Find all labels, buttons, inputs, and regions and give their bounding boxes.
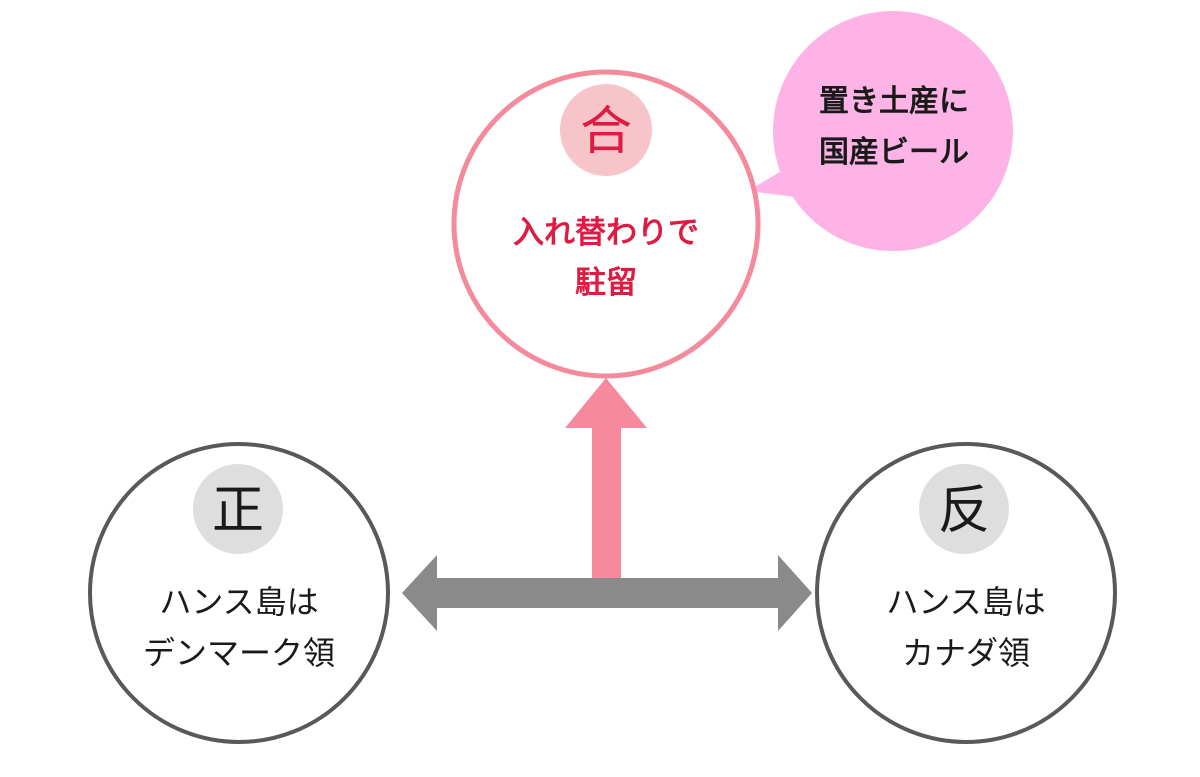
synthesis-line-1: 入れ替わりで — [513, 215, 699, 251]
synthesis-symbol: 合 — [580, 102, 632, 162]
thesis-line-2: デンマーク領 — [143, 634, 335, 672]
double-arrow — [402, 555, 812, 631]
callout-circle — [773, 11, 1013, 251]
synthesis-circle — [451, 69, 761, 379]
antithesis-line-2: カナダ領 — [902, 634, 1030, 672]
up-arrow — [565, 378, 647, 578]
thesis-line-1: ハンス島は — [159, 583, 318, 621]
antithesis-line-1: ハンス島は — [886, 583, 1045, 621]
synthesis-badge — [560, 84, 652, 176]
antithesis-symbol: 反 — [938, 481, 990, 541]
thesis-badge — [193, 464, 283, 554]
synthesis-node: 合 入れ替わりで 駐留 — [451, 69, 761, 379]
thesis-circle — [88, 442, 390, 744]
callout-line-2: 国産ビール — [819, 135, 969, 170]
antithesis-node: 反 ハンス島は カナダ領 — [815, 442, 1117, 744]
callout-bubble: 置き土産に 国産ビール — [748, 11, 1013, 251]
synthesis-line-2: 駐留 — [575, 265, 637, 301]
thesis-symbol: 正 — [212, 481, 264, 541]
antithesis-badge — [919, 464, 1009, 554]
callout-line-1: 置き土産に — [819, 84, 969, 119]
thesis-node: 正 ハンス島は デンマーク領 — [88, 442, 390, 744]
antithesis-circle — [815, 442, 1117, 744]
